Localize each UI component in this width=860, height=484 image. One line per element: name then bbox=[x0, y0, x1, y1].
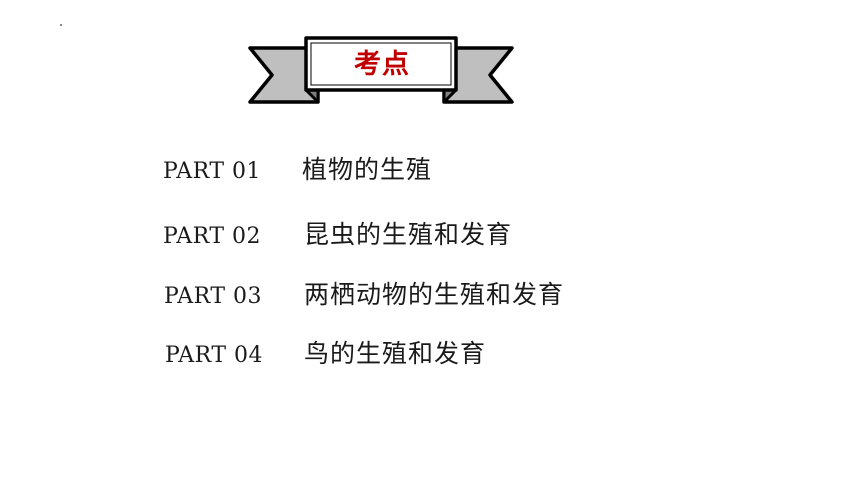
ribbon-face bbox=[304, 36, 458, 92]
ribbon-banner bbox=[248, 36, 514, 110]
part-topic: 鸟的生殖和发育 bbox=[304, 339, 487, 368]
part-topic: 昆虫的生殖和发育 bbox=[304, 220, 513, 249]
part-topic: 两栖动物的生殖和发育 bbox=[304, 280, 565, 309]
ribbon-banner-graphic bbox=[248, 36, 514, 104]
decorative-dot bbox=[60, 24, 62, 26]
ribbon-face-inner-border bbox=[310, 42, 452, 86]
part-topic: 植物的生殖 bbox=[302, 155, 433, 184]
part-label: PART 04 bbox=[165, 343, 264, 368]
part-label: PART 01 bbox=[163, 159, 262, 184]
part-label: PART 02 bbox=[163, 224, 262, 249]
part-label: PART 03 bbox=[164, 284, 263, 309]
banner-title: 考点 bbox=[354, 49, 410, 80]
